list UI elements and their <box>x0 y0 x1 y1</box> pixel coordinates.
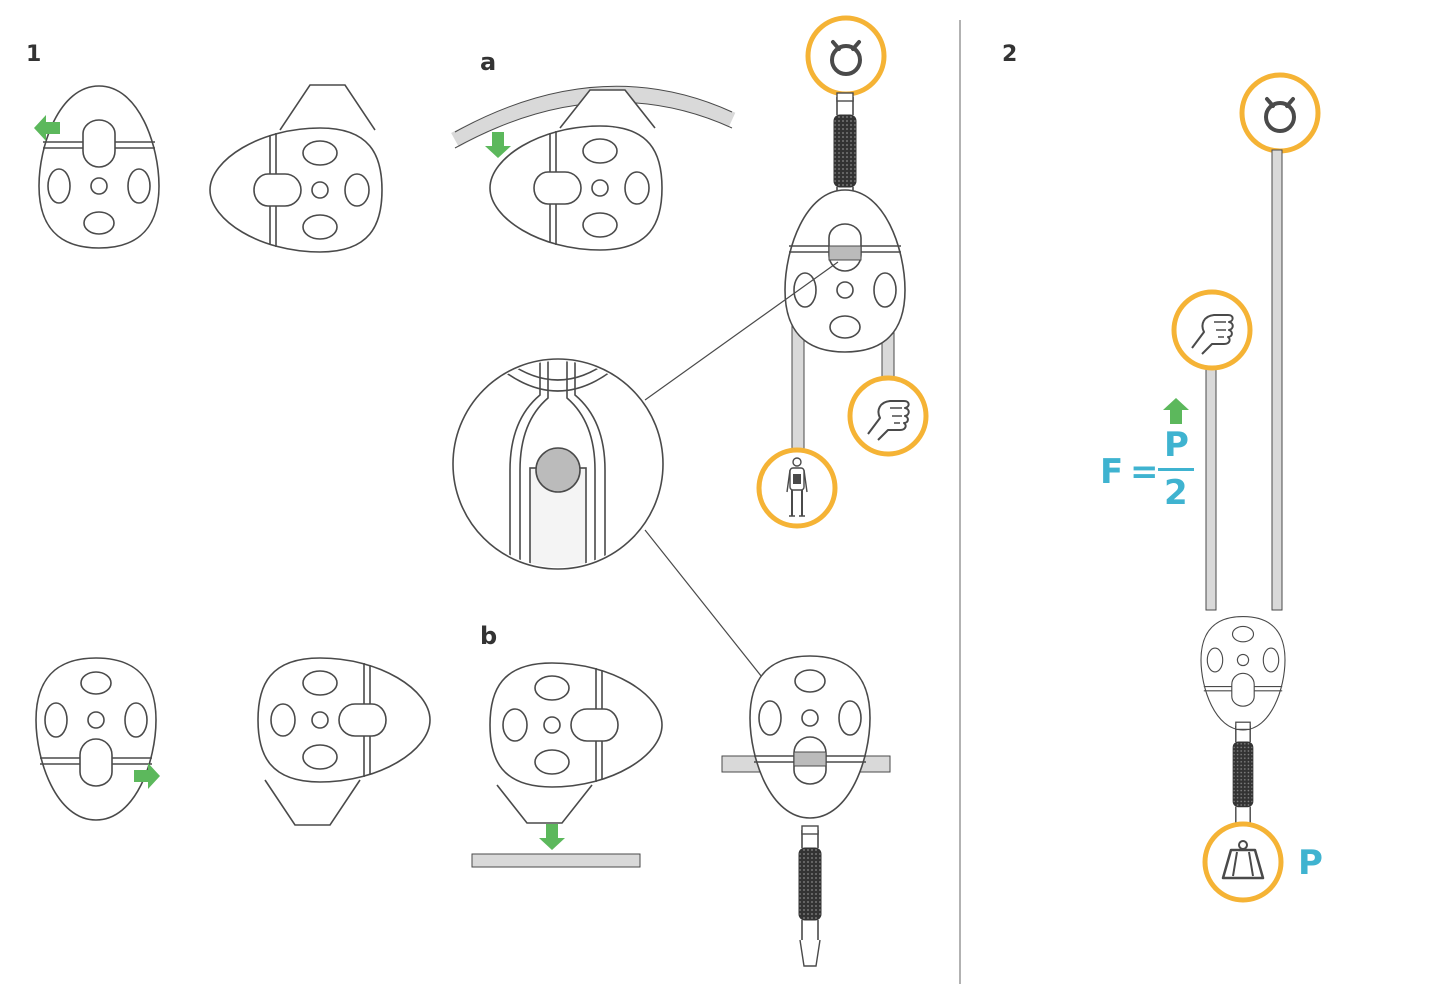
pulley-opening-2 <box>257 657 431 826</box>
pulley-detail <box>749 655 871 819</box>
pulley-moving-2 <box>1200 616 1286 731</box>
step-1-label: 1 <box>26 42 42 67</box>
carabiner-bottom <box>798 825 822 941</box>
pulley-a <box>489 89 663 251</box>
anchor-icon <box>808 18 884 94</box>
hand-pull-icon-2 <box>1174 292 1250 368</box>
weight-icon <box>1205 824 1281 900</box>
bar-b <box>471 853 641 868</box>
detail-magnifier <box>452 358 664 570</box>
anchor-icon-2 <box>1242 75 1318 151</box>
arrow-up-2 <box>1163 398 1189 424</box>
rope-pull-2 <box>1205 367 1217 611</box>
step-a-label: a <box>480 48 497 76</box>
hand-pull-icon <box>850 378 926 454</box>
pulley-opening-1 <box>209 84 383 253</box>
pulley-main <box>784 189 906 353</box>
pulley-closed-2 <box>35 657 157 821</box>
pulley-b <box>489 662 663 824</box>
arrow-down-b <box>539 824 565 850</box>
formula-equals: = <box>1130 452 1159 492</box>
formula-denominator: 2 <box>1164 473 1188 513</box>
step-2-label: 2 <box>1002 42 1018 67</box>
carabiner-2 <box>1232 721 1254 826</box>
formula-numerator: P <box>1164 425 1189 465</box>
pulley-closed-1 <box>38 85 160 249</box>
arrow-down-a <box>485 132 511 158</box>
person-icon <box>759 450 835 526</box>
rope-anchor-2 <box>1271 149 1283 611</box>
step-b-label: b <box>480 622 498 650</box>
formula-force: F <box>1100 452 1124 492</box>
load-label: P <box>1298 843 1323 883</box>
formula-fraction-bar <box>1158 468 1194 471</box>
